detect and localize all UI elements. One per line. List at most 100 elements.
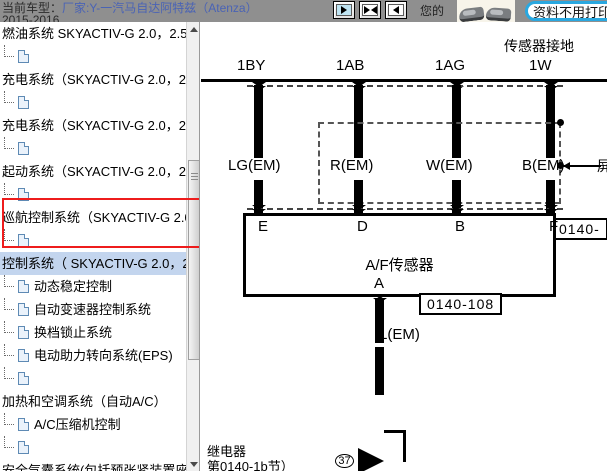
document-icon [18,234,29,247]
wire-label-lg-em: LG(EM) [228,157,281,174]
scrollbar-thumb[interactable] [188,160,199,360]
pin-label-1ab: 1AB [336,57,365,74]
promo-text: 资料不用打印 [533,4,607,20]
pin-label-1ag: 1AG [435,57,466,74]
sidebar-item-charging-system-1[interactable]: 充电系统（SKYACTIV-G 2.0，2 [2,72,186,87]
nav-next-button[interactable] [333,1,355,19]
current-vehicle-manufacturer: 厂家:Y-一汽马自达阿特兹（Atenza） [62,1,258,15]
af-sensor-box: A/F传感器 [243,213,556,297]
terminal-b: B [455,218,466,235]
sidebar-item-cruise-control-system[interactable]: 巡航控制系统（SKYACTIV-G 2.0 [2,210,186,225]
sidebar-item-charging-system-2[interactable]: 充电系统（SKYACTIV-G 2.0，2 [2,118,186,133]
scroll-up-arrow-icon[interactable] [187,22,199,36]
document-icon [18,326,29,339]
document-icon [18,280,29,293]
bottom-wire-label: L(EM) [379,326,420,343]
footer-text-line2: 第0140-1b节） [207,459,294,471]
sidebar-item-doc-1[interactable] [0,91,186,114]
wire-terminal-a-cont [375,347,384,395]
sidebar-item-ac-compressor-control[interactable]: A/C压缩机控制 [0,413,186,436]
sensor-ground-label: 传感器接地 [504,38,574,54]
diagram-corner-line [384,430,406,462]
document-icon [18,349,29,362]
wire-1w-upper [546,85,555,158]
sidebar-item-hvac-system[interactable]: 加热和空调系统（自动A/C） [2,394,167,409]
terminal-d: D [357,218,368,235]
sidebar-item-automatic-transmission-control[interactable]: 自动变速器控制系统 [0,298,186,321]
wire-1ab-lower [354,180,363,220]
scroll-down-arrow-icon[interactable] [187,457,199,471]
nav-prev-button[interactable] [385,1,407,19]
document-icon [18,303,29,316]
sidebar-item-doc-2[interactable] [0,137,186,160]
document-icon [18,372,29,385]
sidebar-tree-panel[interactable]: 燃油系统 SKYACTIV-G 2.0，2.5 充电系统（SKYACTIV-G … [0,22,200,471]
terminal-e: E [258,218,269,235]
sidebar-scrollbar[interactable] [186,22,199,471]
wire-label-r-em: R(EM) [330,157,374,174]
terminal-a: A [374,275,385,292]
sidebar-item-dynamic-stability-control[interactable]: 动态稳定控制 [0,275,186,298]
wire-1w-lower [546,180,555,220]
nav-both-icon [362,4,378,16]
shield-code-box: 0140- [551,218,607,240]
nav-next-icon [336,4,352,16]
current-vehicle-title: 当前车型：厂家:Y-一汽马自达阿特兹（Atenza） [2,1,258,15]
sidebar-item-label: 燃油系统 SKYACTIV-G 2.0，2.5 [2,26,186,41]
footer-text-line1: 继电器 [207,444,247,459]
sidebar-item-control-system[interactable]: 控制系统（ SKYACTIV-G 2.0，2 [0,252,186,275]
sensor-arrow-4 [544,205,558,214]
reference-number-badge: 37 [335,454,354,468]
terminal-f: F [549,218,559,235]
wire-1ag-lower [452,180,461,220]
wire-1by-upper [254,85,263,158]
current-vehicle-label: 当前车型： [2,1,63,15]
shield-label: 屏 [597,158,607,174]
nav-button-group [333,1,407,19]
sidebar-item-shift-lock-system[interactable]: 换档锁止系统 [0,321,186,344]
sidebar-item-starting-system[interactable]: 起动系统（SKYACTIV-G 2.0，2 [2,164,186,179]
sidebar-item-eps[interactable]: 电动助力转向系统(EPS) [0,344,186,367]
harness-bus-line [201,79,607,82]
shoes-image [457,0,515,22]
sidebar-item-doc-6[interactable] [0,436,186,459]
document-icon [18,418,29,431]
connector-code-box: 0140-108 [419,293,503,315]
af-sensor-name: A/F传感器 [365,257,434,274]
wire-label-b-em: B(EM) [522,157,565,174]
shield-junction-dot [557,119,564,126]
wiring-diagram-panel[interactable]: 传感器接地 1BY 1AB 1AG 1W LG(EM) R(EM) W(EM) … [201,22,607,471]
sidebar-item-doc-3[interactable] [0,183,186,206]
pin-label-1w: 1W [529,57,552,74]
sensor-arrow-1 [252,205,266,214]
pin-label-1by: 1BY [237,57,266,74]
document-icon [18,441,29,454]
document-icon [18,142,29,155]
sensor-arrow-3 [450,205,464,214]
shield-lead-arrow-icon [563,162,570,170]
document-icon [18,50,29,63]
document-icon [18,188,29,201]
nav-both-button[interactable] [359,1,381,19]
sensor-arrow-2 [352,205,366,214]
nav-prev-icon [388,4,404,16]
document-icon [18,96,29,109]
sidebar-tree: 燃油系统 SKYACTIV-G 2.0，2.5 充电系统（SKYACTIV-G … [0,22,186,471]
promo-banner[interactable]: 资料不用打印 [525,1,607,21]
wire-1ab-upper [354,85,363,158]
sidebar-item-doc-0[interactable] [0,45,186,68]
shield-rail-top [247,85,563,87]
wire-terminal-a [375,298,384,343]
topbar-message: 您的 [420,4,445,18]
sidebar-item-doc-4[interactable] [0,229,186,252]
shield-tap-dot [557,162,564,169]
shield-rail-bottom [247,208,563,210]
sidebar-item-doc-5[interactable] [0,367,186,390]
wire-label-w-em: W(EM) [426,157,473,174]
sidebar-item-airbag-system[interactable]: 安全气囊系统(包括预张紧装置座 [2,463,186,471]
sidebar-item-fuel-system[interactable]: 燃油系统 SKYACTIV-G 2.0，2.5 [0,22,186,45]
shield-lead-line [563,165,601,167]
top-bar: 当前车型：厂家:Y-一汽马自达阿特兹（Atenza） 2015-2016 您的 … [0,0,607,22]
pointer-arrow-icon [358,448,384,471]
